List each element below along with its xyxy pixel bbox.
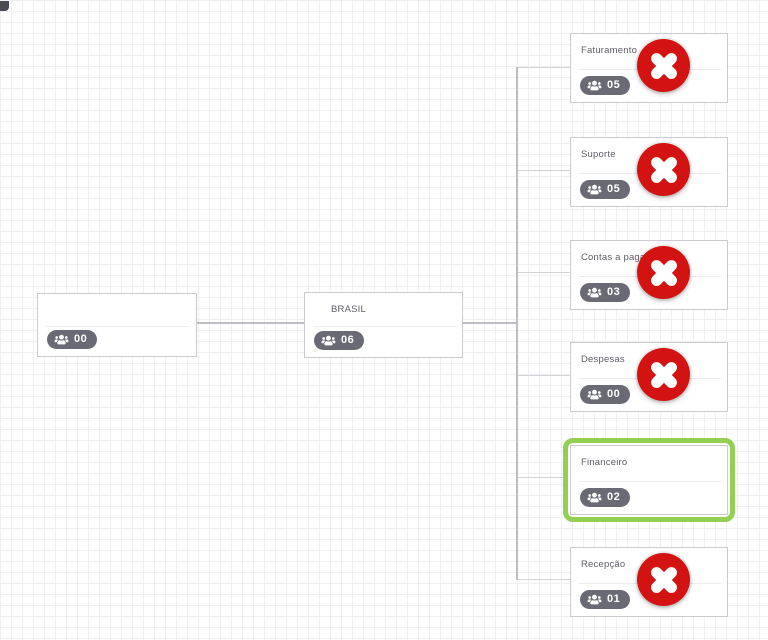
member-count: 03	[607, 286, 621, 298]
connector-trunk	[516, 67, 518, 580]
member-count: 05	[607, 183, 621, 195]
node-divider	[46, 325, 190, 327]
member-count-badge: 06	[314, 331, 365, 350]
remove-node-button-despesas[interactable]	[637, 348, 690, 401]
org-node-title: Contas a pagar	[581, 252, 649, 263]
users-icon	[587, 80, 602, 91]
member-count-badge: 05	[580, 76, 631, 95]
member-count: 01	[607, 593, 621, 605]
member-count-badge: 00	[580, 385, 631, 404]
node-divider	[313, 325, 456, 327]
connector-line	[517, 272, 570, 273]
remove-node-button-contas-a-pagar[interactable]	[637, 246, 690, 299]
users-icon	[587, 287, 602, 298]
users-icon	[587, 594, 602, 605]
member-count: 00	[74, 333, 88, 345]
org-node-title: Financeiro	[581, 457, 628, 468]
users-icon	[587, 492, 602, 503]
org-node-brasil[interactable]: BRASIL 06	[304, 292, 463, 358]
org-node-title: BRASIL	[331, 304, 366, 315]
member-count: 05	[607, 79, 621, 91]
users-icon	[321, 335, 336, 346]
canvas-corner-artifact	[0, 1, 9, 11]
member-count: 02	[607, 491, 621, 503]
member-count: 00	[607, 388, 621, 400]
connector-line	[517, 579, 570, 580]
users-icon	[587, 389, 602, 400]
org-node-financeiro[interactable]: Financeiro 02	[570, 445, 728, 515]
org-node-title: Recepção	[581, 559, 626, 570]
connector-line	[197, 322, 304, 324]
node-divider	[579, 480, 721, 482]
connector-line	[517, 477, 570, 478]
org-node-title: Suporte	[581, 149, 616, 160]
member-count-badge: 03	[580, 283, 631, 302]
org-node-despesas[interactable]: Despesas 00	[570, 342, 728, 412]
users-icon	[587, 184, 602, 195]
org-node-title: Faturamento	[581, 45, 638, 56]
member-count-badge: 05	[580, 180, 631, 199]
member-count-badge: 00	[47, 330, 98, 349]
member-count-badge: 01	[580, 590, 631, 609]
org-node-title: Despesas	[581, 354, 625, 365]
remove-node-button-suporte[interactable]	[637, 143, 690, 196]
member-count: 06	[341, 334, 355, 346]
connector-line	[517, 67, 570, 68]
member-count-badge: 02	[580, 488, 631, 507]
remove-node-button-recepcao[interactable]	[637, 553, 690, 606]
users-icon	[54, 334, 69, 345]
connector-line	[517, 375, 570, 376]
connector-line	[463, 322, 517, 324]
org-node-root[interactable]: 00	[37, 293, 197, 357]
remove-node-button-faturamento[interactable]	[637, 39, 690, 92]
connector-line	[517, 170, 570, 171]
